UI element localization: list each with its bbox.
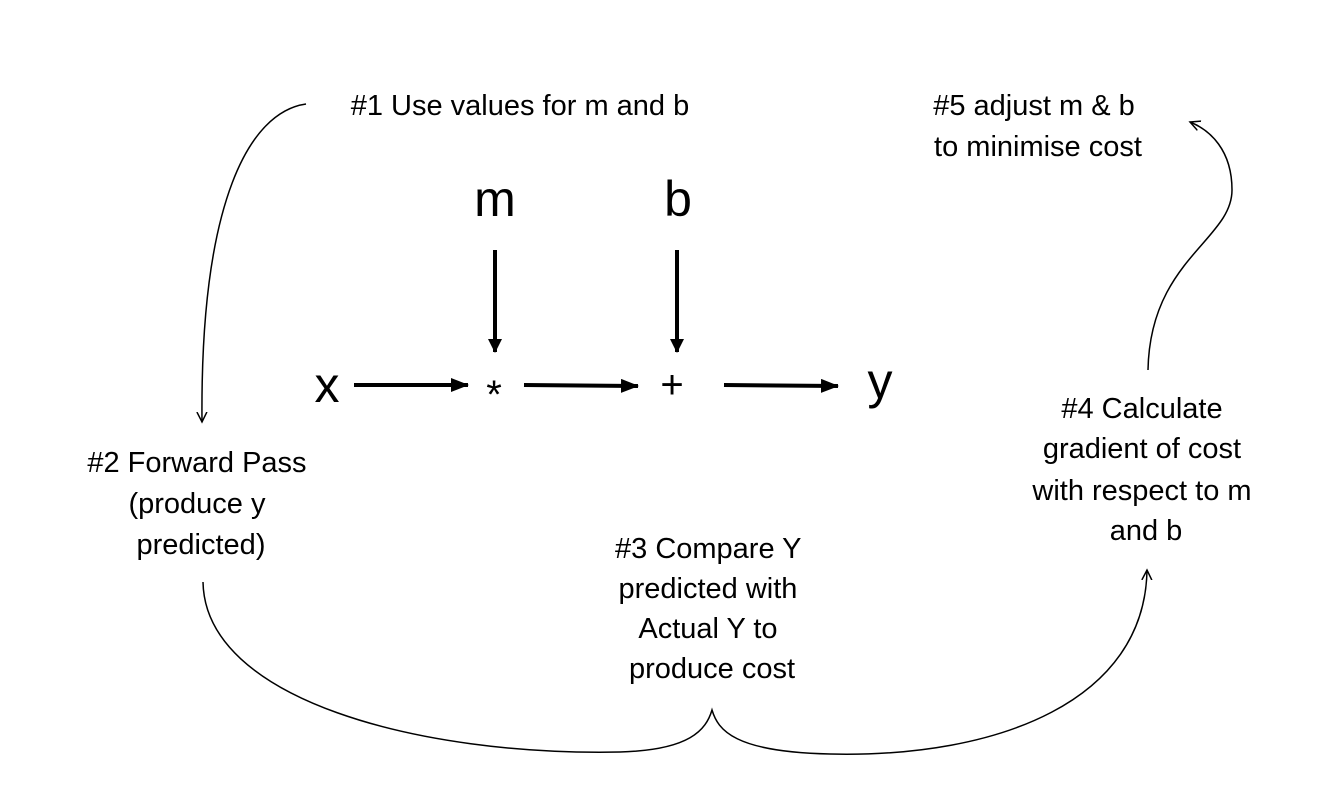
weight-node-m: m [474, 171, 516, 227]
step4-line: #4 Calculate [1061, 393, 1222, 425]
step2-line: predicted) [137, 529, 266, 561]
step1-label: #1 Use values for m and b [351, 90, 690, 122]
step5-label: #5 adjust m & b to minimise cost [933, 90, 1143, 163]
step4-line: gradient of cost [1043, 433, 1241, 465]
curve-step4-to-step5 [1147, 122, 1233, 371]
step4-line: and b [1110, 515, 1183, 547]
step4-label: #4 Calculate gradient of cost with respe… [1031, 393, 1259, 547]
step4-line: with respect to m [1031, 475, 1251, 507]
multiply-operator: * [486, 373, 502, 417]
output-node-y: y [868, 353, 893, 409]
step3-line: produce cost [629, 653, 795, 685]
step2-line: (produce y [128, 488, 266, 520]
step5-line: to minimise cost [934, 131, 1142, 163]
step5-line: #5 adjust m & b [933, 90, 1135, 122]
step2-label: #2 Forward Pass (produce y predicted) [87, 447, 314, 561]
bias-node-b: b [664, 171, 692, 227]
input-node-x: x [315, 357, 340, 413]
curly-brace-step2-to-step4 [202, 570, 1147, 755]
step3-line: predicted with [619, 573, 798, 605]
step3-label: #3 Compare Y predicted with Actual Y to … [615, 533, 809, 685]
curve-step1-to-step2 [202, 103, 307, 422]
step2-line: #2 Forward Pass [87, 447, 306, 479]
step3-line: Actual Y to [638, 613, 777, 645]
arrow-add-to-y [723, 378, 839, 393]
add-operator: + [660, 363, 683, 407]
arrow-multiply-to-add [523, 378, 639, 393]
step3-line: #3 Compare Y [615, 533, 801, 565]
